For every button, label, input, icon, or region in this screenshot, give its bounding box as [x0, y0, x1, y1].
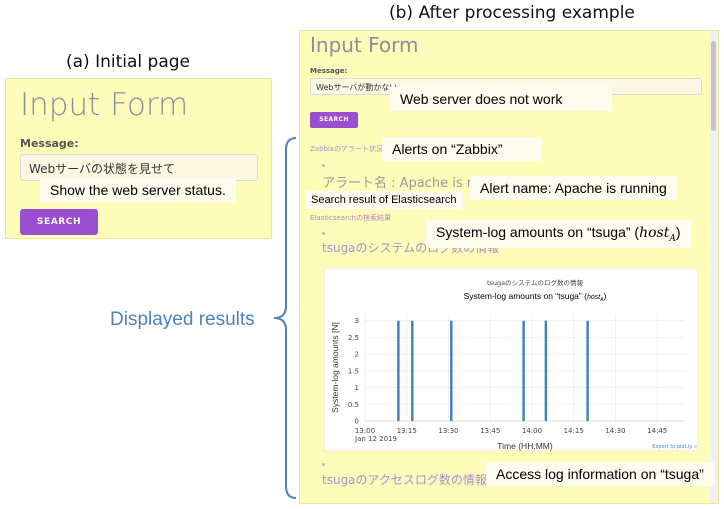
y-tick-label: 1.5 — [348, 367, 359, 375]
syslog-chart-card: tsugaのシステムのログ数の情報 System-log amounts on “… — [324, 268, 698, 451]
web-server-annotation: Web server does not work — [390, 87, 612, 111]
chart-bar — [450, 320, 453, 421]
x-tick-label: 14:00 — [522, 427, 542, 435]
zabbix-annotation: Alerts on “Zabbix” — [382, 137, 542, 161]
x-tick-label: 14:15 — [564, 427, 584, 435]
y-tick-label: 0.5 — [348, 401, 359, 409]
elasticsearch-heading: Elasticsearchの検索結果 — [310, 214, 392, 222]
list-bullet — [322, 164, 325, 167]
access-log-section-title[interactable]: tsugaのアクセスログ数の情報 — [322, 473, 487, 487]
syslog-annotation: System-log amounts on “tsuga” (hostA) — [426, 220, 691, 248]
x-axis-label: Time (HH:MM) — [497, 441, 553, 451]
x-tick-label: 13:15 — [397, 427, 417, 435]
form-title: Input Form — [20, 87, 189, 123]
search-button[interactable]: SEARCH — [20, 209, 98, 235]
brace-icon — [273, 137, 297, 499]
es-result-annotation: Search result of Elasticsearch — [305, 191, 463, 209]
chart-bar — [544, 320, 548, 421]
displayed-results-label: Displayed results — [110, 309, 255, 330]
search-button[interactable]: SEARCH — [310, 112, 358, 128]
y-tick-label: 1 — [355, 384, 359, 392]
zabbix-heading: Zabbixのアラート状況 — [310, 145, 384, 153]
scrollbar[interactable] — [709, 31, 718, 503]
alert-name-annotation: Alert name: Apache is running — [470, 176, 677, 200]
translation-annotation: Show the web server status. — [40, 178, 236, 202]
initial-page-panel: Input Form Message: Webサーバの状態を見せて SEARCH — [5, 78, 272, 239]
message-label: Message: — [20, 137, 79, 150]
chart-bar — [397, 320, 400, 421]
chart-subtitle: System-log amounts on “tsuga” (hostA) — [464, 291, 607, 303]
list-bullet — [322, 463, 325, 466]
chart-bar — [522, 320, 525, 421]
x-tick-label: 13:30 — [438, 427, 458, 435]
x-tick-label: 14:30 — [605, 427, 625, 435]
chart-bar — [586, 320, 589, 421]
initial-page-caption: (a) Initial page — [66, 52, 190, 72]
x-tick-label: 13:45 — [480, 427, 500, 435]
message-label: Message: — [310, 67, 348, 75]
x-date-label: Jan 12 2019 — [354, 435, 397, 443]
y-tick-label: 2.5 — [348, 334, 359, 342]
form-title: Input Form — [310, 33, 419, 57]
access-log-annotation: Access log information on “tsuga” — [486, 462, 714, 486]
y-tick-label: 2 — [355, 351, 359, 359]
y-axis-label: System-log amounts [N] — [330, 322, 340, 413]
y-tick-label: 0 — [355, 418, 359, 426]
chart-bar — [411, 320, 414, 421]
after-page-caption: (b) After processing example — [389, 3, 635, 23]
x-tick-label: 13:00 — [355, 427, 375, 435]
x-tick-label: 14:45 — [647, 427, 667, 435]
chart-title: tsugaのシステムのログ数の情報 — [487, 278, 583, 287]
export-link[interactable]: Export to plot.ly » — [652, 444, 697, 450]
list-bullet — [322, 232, 325, 235]
message-input[interactable]: Webサーバの状態を見せて — [20, 154, 258, 181]
scrollbar-thumb[interactable] — [711, 41, 716, 131]
y-tick-label: 3 — [355, 317, 359, 325]
syslog-chart: tsugaのシステムのログ数の情報 System-log amounts on “… — [330, 278, 697, 451]
